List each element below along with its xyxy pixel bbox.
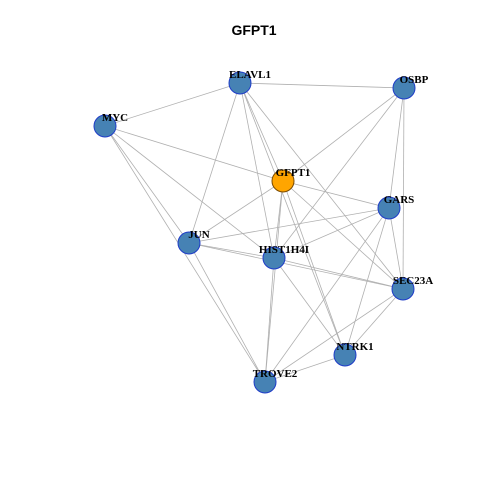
node-myc — [93, 114, 117, 138]
node-label-myc: MYC — [102, 112, 128, 124]
edge-myc-trove2 — [104, 125, 266, 383]
node-sec23a — [391, 277, 415, 301]
edge-elavl1-ntrk1 — [239, 82, 346, 356]
node-label-gars: GARS — [384, 194, 415, 206]
node-trove2 — [253, 370, 277, 394]
edge-gars-sec23a — [388, 207, 404, 290]
node-label-ntrk1: NTRK1 — [336, 341, 373, 353]
edge-elavl1-osbp — [239, 82, 405, 89]
node-elavl1 — [228, 71, 252, 95]
edge-gfpt1-jun — [188, 180, 284, 244]
node-hist1h4i — [262, 246, 286, 270]
node-label-osbp: OSBP — [400, 74, 429, 86]
edge-gars-jun — [188, 207, 390, 244]
edge-elavl1-sec23a — [239, 82, 404, 290]
edge-myc-elavl1 — [104, 82, 241, 127]
edge-myc-jun — [104, 125, 190, 244]
graph-title: GFPT1 — [231, 22, 276, 38]
edge-osbp-gfpt1 — [282, 87, 405, 182]
edge-ntrk1-trove2 — [264, 354, 346, 383]
edge-sec23a-trove2 — [264, 288, 404, 383]
edge-osbp-gars — [388, 87, 405, 209]
node-gfpt1 — [271, 169, 295, 193]
edge-gars-trove2 — [264, 207, 390, 383]
edge-hist1h4i-trove2 — [264, 257, 275, 383]
edge-jun-trove2 — [188, 242, 266, 383]
edge-jun-hist1h4i — [188, 242, 275, 259]
edge-gars-hist1h4i — [273, 207, 390, 259]
edge-sec23a-ntrk1 — [344, 288, 404, 356]
node-label-jun: JUN — [188, 229, 209, 241]
node-label-elavl1: ELAVL1 — [229, 69, 271, 81]
edge-hist1h4i-ntrk1 — [273, 257, 346, 356]
node-label-trove2: TROVE2 — [253, 368, 298, 380]
node-label-gfpt1: GFPT1 — [276, 167, 311, 179]
edge-myc-hist1h4i — [104, 125, 275, 259]
node-jun — [177, 231, 201, 255]
node-osbp — [392, 76, 416, 100]
node-label-sec23a: SEC23A — [393, 275, 433, 287]
edge-elavl1-gfpt1 — [239, 82, 284, 182]
edge-myc-gfpt1 — [104, 125, 284, 182]
edge-hist1h4i-sec23a — [273, 257, 404, 290]
node-label-hist1h4i: HIST1H4I — [259, 244, 309, 256]
edge-gfpt1-trove2 — [264, 180, 284, 383]
edge-gfpt1-gars — [282, 180, 390, 209]
node-gars — [377, 196, 401, 220]
edge-gfpt1-sec23a — [282, 180, 404, 290]
edge-osbp-hist1h4i — [273, 87, 405, 259]
edge-elavl1-jun — [188, 82, 241, 244]
edge-osbp-sec23a — [402, 87, 405, 290]
node-ntrk1 — [333, 343, 357, 367]
edge-layer — [104, 82, 405, 383]
label-layer: GFPT1 ELAVL1 OSBP MYC GARS JUN HIST1H4I SEC23A N… — [102, 69, 433, 380]
node-layer — [93, 71, 416, 394]
edge-jun-sec23a — [188, 242, 404, 290]
